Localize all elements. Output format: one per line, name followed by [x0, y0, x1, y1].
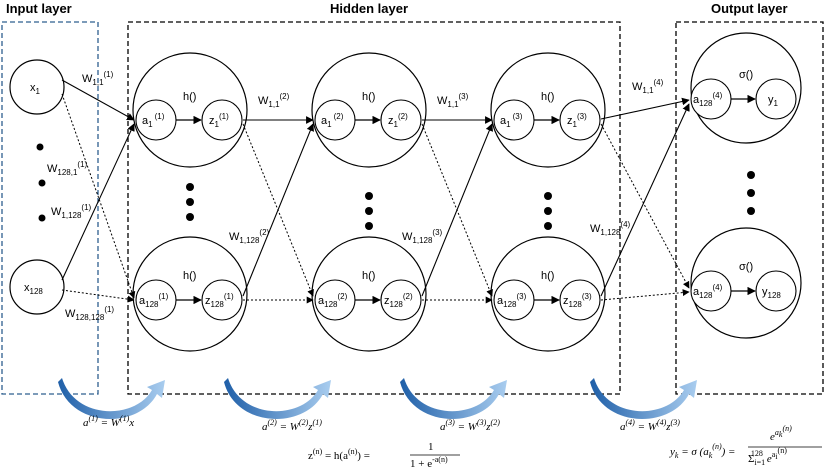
- node-label: a128(2): [318, 292, 348, 309]
- connection: [61, 93, 136, 299]
- node-label: a1(1): [142, 112, 165, 129]
- node-label: y1: [768, 94, 779, 108]
- weight-label: W1,128(3): [402, 228, 443, 245]
- node-label: z128(2): [384, 292, 413, 309]
- weight-label: W1,1(3): [437, 92, 469, 109]
- weight-label: W1,1(1): [82, 70, 114, 87]
- connection: [61, 123, 135, 281]
- ellipsis-dot: [544, 192, 552, 200]
- svg-text:1: 1: [428, 441, 434, 453]
- node-label: z1(3): [567, 112, 587, 129]
- node-label: a128(1): [139, 292, 169, 309]
- input-layer-box: [1, 21, 99, 395]
- node-label: a128(4): [693, 91, 723, 108]
- connection: [600, 123, 690, 289]
- activation-formula: z(n) = h(a(n)) = 1 1 + e-a(n): [308, 441, 460, 470]
- ellipsis-dot: [747, 207, 755, 215]
- equation-a4: a(4) = W(4)z(3): [620, 418, 680, 433]
- ellipsis-dot: [186, 198, 194, 206]
- connection: [421, 123, 493, 297]
- equation-a3: a(3) = W(3)z(2): [440, 418, 500, 433]
- svg-text:yk = σ (ak(n)) =: yk = σ (ak(n)) =: [669, 442, 735, 460]
- input-node-x128: [9, 259, 65, 315]
- ellipsis-dot: [544, 222, 552, 230]
- weight-label: W1,1(2): [258, 92, 290, 109]
- node-label: y128: [762, 286, 781, 300]
- activation-label-h: h(): [183, 91, 196, 103]
- post-activation-node: [380, 99, 422, 141]
- connection: [600, 97, 690, 120]
- input-node-x1-label: x1: [30, 82, 41, 96]
- activation-label-sigma: σ(): [739, 69, 753, 81]
- weight-label: W128,1(1): [47, 160, 88, 177]
- ellipsis-dot: [186, 213, 194, 221]
- weight-label: W1,1(4): [632, 78, 664, 95]
- ellipsis-dot: [365, 192, 373, 200]
- node-label: a128(4): [693, 283, 723, 300]
- node-label: z128(1): [205, 292, 234, 309]
- node-label: z1(1): [209, 112, 229, 129]
- ellipsis-dot: [544, 207, 552, 215]
- ellipsis-dot: [38, 179, 46, 187]
- activation-label-h: h(): [183, 270, 196, 282]
- connection: [61, 289, 135, 303]
- connection: [242, 123, 314, 297]
- ellipsis-dot: [36, 143, 44, 151]
- post-activation-node: [201, 99, 243, 141]
- flow-arrow: [58, 378, 165, 419]
- connection: [600, 103, 690, 297]
- input-node-x1: [9, 59, 65, 115]
- weight-label: W1,128(4): [590, 220, 631, 237]
- svg-text:eak(n): eak(n): [770, 424, 792, 443]
- ellipsis-dot: [747, 171, 755, 179]
- ellipsis-dot: [186, 183, 194, 191]
- connection: [600, 289, 690, 301]
- svg-text:1 + e-a(n): 1 + e-a(n): [410, 455, 448, 470]
- flow-arrow: [400, 378, 507, 419]
- equation-a2: a(2) = W(2)z(1): [262, 418, 322, 433]
- post-activation-node: [559, 279, 601, 321]
- weight-label: W1,128(2): [229, 228, 270, 245]
- activation-label-sigma: σ(): [739, 261, 753, 273]
- input-node-x128-label: x128: [24, 282, 43, 296]
- node-label: z128(3): [563, 292, 592, 309]
- ellipsis-dot: [747, 189, 755, 197]
- weight-label: W128,128(1): [65, 305, 114, 322]
- ellipsis-dot: [365, 207, 373, 215]
- output-layer-box: [675, 21, 824, 395]
- post-activation-node: [201, 279, 243, 321]
- equation-a1: a(1) = W(1)x: [83, 414, 134, 429]
- flow-arrow: [224, 378, 331, 419]
- input-layer-title: Input layer: [6, 1, 72, 16]
- activation-label-h: h(): [541, 91, 554, 103]
- post-activation-node: [380, 279, 422, 321]
- node-label: a1(3): [500, 112, 523, 129]
- svg-text:z(n) = h(a(n)) =: z(n) = h(a(n)) =: [308, 447, 370, 462]
- ellipsis-dot: [38, 214, 46, 222]
- hidden-layer-title: Hidden layer: [330, 1, 408, 16]
- weight-label: W1,128(1): [51, 203, 92, 220]
- activation-label-h: h(): [362, 270, 375, 282]
- flow-arrow: [590, 378, 697, 419]
- ellipsis-dot: [365, 222, 373, 230]
- node-label: z1(2): [388, 112, 408, 129]
- node-label: a128(3): [497, 292, 527, 309]
- output-node-y128: [755, 270, 797, 312]
- activation-label-h: h(): [362, 91, 375, 103]
- activation-label-h: h(): [541, 270, 554, 282]
- connection: [61, 79, 135, 121]
- node-label: a1(2): [321, 112, 344, 129]
- post-activation-node: [559, 99, 601, 141]
- output-node-y1: [755, 78, 797, 120]
- output-layer-title: Output layer: [711, 1, 788, 16]
